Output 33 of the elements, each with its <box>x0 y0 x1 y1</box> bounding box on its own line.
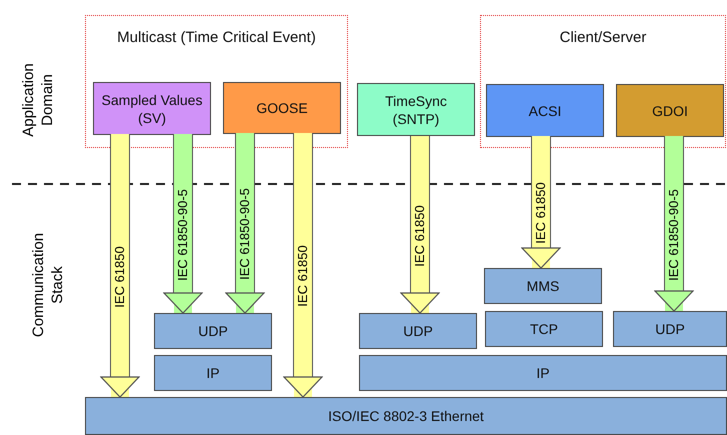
edge-label: IEC 61850 <box>534 181 548 245</box>
group-frame <box>85 15 348 148</box>
layer-box: MMS <box>484 268 602 304</box>
edge-label: IEC 61850 <box>413 204 427 268</box>
block-arrow <box>283 133 323 398</box>
layer-box: UDP <box>154 313 272 349</box>
layer-label: Application Domain <box>19 62 57 139</box>
block-arrow <box>225 133 265 314</box>
layer-box: IP <box>154 355 272 391</box>
block-arrow <box>521 136 561 269</box>
layer-box: UDP <box>613 311 727 347</box>
layer-box: IP <box>359 355 727 391</box>
process-box: GOOSE <box>223 82 341 134</box>
block-arrow <box>100 134 140 398</box>
block-arrow <box>400 136 440 314</box>
process-box: GDOI <box>616 84 724 137</box>
process-box: Sampled Values (SV) <box>93 82 211 135</box>
edge-label: IEC 61850-90-5 <box>238 187 252 281</box>
process-box: TimeSync (SNTP) <box>357 83 475 136</box>
layer-box: UDP <box>359 313 477 349</box>
block-arrow <box>163 134 203 314</box>
layer-box: TCP <box>485 311 603 347</box>
group-title: Multicast (Time Critical Event) <box>117 28 316 48</box>
edge-label: IEC 61850-90-5 <box>667 188 681 282</box>
edge-label: IEC 61850 <box>113 244 127 308</box>
group-title: Client/Server <box>560 28 646 48</box>
edge-label: IEC 61850 <box>296 244 310 308</box>
layer-label: Communication Stack <box>29 232 67 340</box>
layer-box: ISO/IEC 8802-3 Ethernet <box>85 397 727 435</box>
process-box: ACSI <box>486 84 604 137</box>
block-arrow <box>654 136 694 312</box>
group-frame <box>480 15 726 148</box>
edge-label: IEC 61850-90-5 <box>176 188 190 282</box>
